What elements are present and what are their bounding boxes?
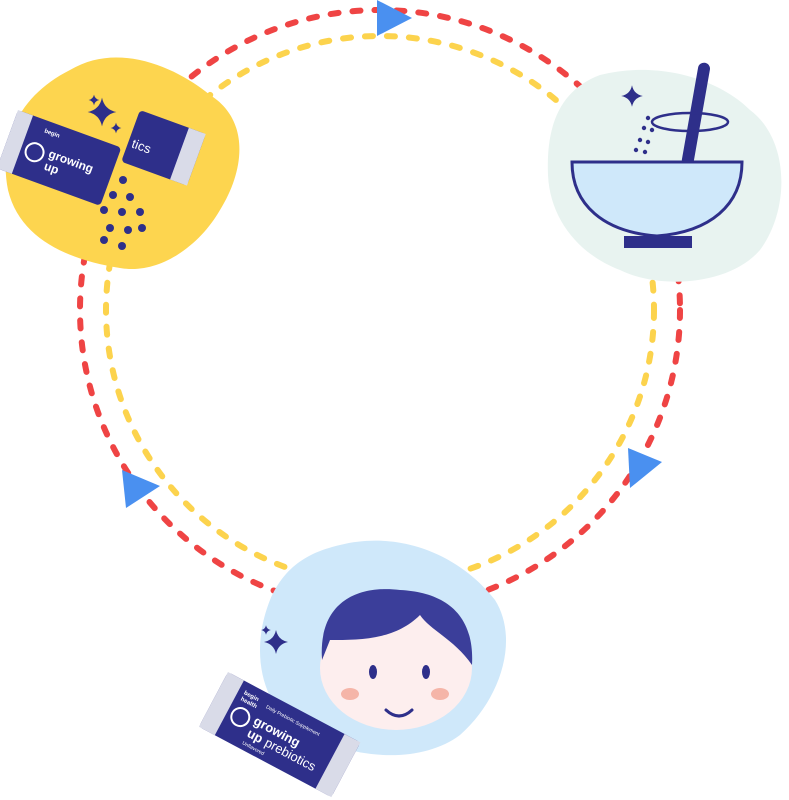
sachet-name-up: up [42,159,61,177]
child-face-icon [320,589,473,730]
sachet-full: begin health Daily Prebiotic Supplement … [198,672,361,798]
sachet-right-torn: tics [122,111,206,186]
arrow-left-icon [122,470,160,508]
yellow-blob [5,57,240,270]
sachet-name-up: up [245,725,266,746]
pouring-powder [633,115,655,155]
arrow-top-icon [377,0,412,36]
sachet-left: begin growing up [0,110,121,205]
step-child-eats: begin health Daily Prebiotic Supplement … [198,540,507,798]
step-open-sachet: begin growing up tics [0,57,240,270]
sachet-brand: begin [43,128,60,139]
spoon-icon [681,62,710,167]
stir-motion-icon [650,111,730,133]
step-mix-into-bowl [547,62,782,282]
powder-dots [100,176,146,250]
bowl-icon [570,160,744,238]
inner-dashed-ring [103,33,657,587]
arrow-right-icon [628,448,662,488]
sachet-torn-text: tics [130,136,154,157]
bowl-base [624,236,692,248]
